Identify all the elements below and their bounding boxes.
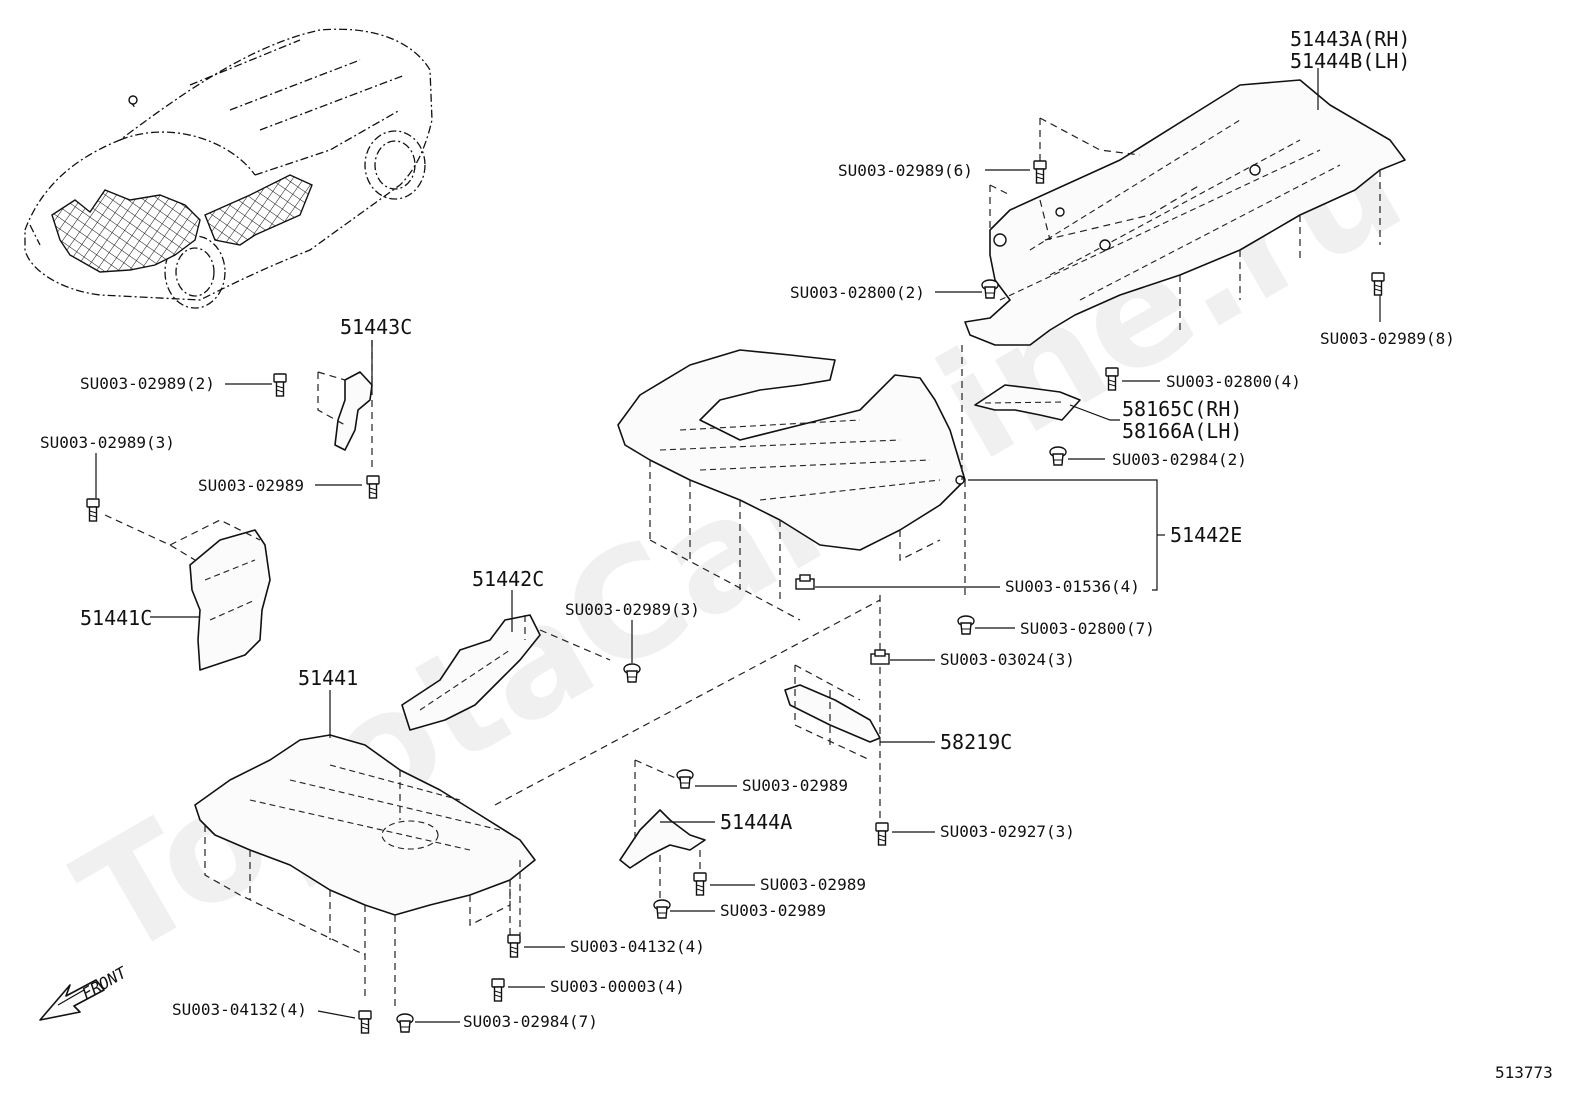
part-label-58219C: 58219C: [940, 730, 1012, 754]
car-illustration: [24, 28, 433, 309]
part-58219C-bar: [784, 595, 881, 820]
part-51443C-bracket: [317, 340, 373, 470]
fastener-label: SU003-02989: [720, 901, 826, 920]
part-label-51444B: 51444B(LH): [1290, 49, 1410, 73]
leader-lines: [95, 68, 1381, 1023]
part-51441C-panel: [104, 514, 271, 671]
fastener-label: SU003-00003(4): [550, 977, 685, 996]
part-label-51443C: 51443C: [340, 315, 412, 339]
part-58165C-bracket: [974, 384, 1081, 421]
fastener-label: SU003-02989: [742, 776, 848, 795]
part-label-51443A: 51443A(RH): [1290, 27, 1410, 51]
fastener-label: SU003-02989(3): [565, 600, 700, 619]
part-label-51442E: 51442E: [1170, 523, 1242, 547]
front-label: FRONT: [79, 962, 131, 1003]
fastener-label: SU003-02984(7): [463, 1012, 598, 1031]
part-label-51444A: 51444A: [720, 810, 792, 834]
fastener-label: SU003-02989(8): [1320, 329, 1455, 348]
fastener-label: SU003-02800(2): [790, 283, 925, 302]
front-direction-arrow: [39, 979, 105, 1021]
diagram-id: 513773: [1495, 1063, 1553, 1082]
fastener-label: SU003-02984(2): [1112, 450, 1247, 469]
fastener-label: SU003-02800(7): [1020, 619, 1155, 638]
fastener-label: SU003-02927(3): [940, 822, 1075, 841]
fastener-label: SU003-03024(3): [940, 650, 1075, 669]
fastener-label: SU003-02989(6): [838, 161, 973, 180]
fastener-label: SU003-02800(4): [1166, 372, 1301, 391]
fastener-label: SU003-02989: [760, 875, 866, 894]
part-label-51441C: 51441C: [80, 606, 152, 630]
fastener-label: SU003-04132(4): [172, 1000, 307, 1019]
fastener-label: SU003-01536(4): [1005, 577, 1140, 596]
part-51443A-panel: [964, 79, 1406, 346]
front-undercover-highlight: [51, 189, 201, 273]
fastener-label: SU003-04132(4): [570, 937, 705, 956]
part-label-58165C: 58165C(RH): [1122, 397, 1242, 421]
fastener-label: SU003-02989(3): [40, 433, 175, 452]
part-51442E-panel: [617, 349, 966, 621]
part-label-51441: 51441: [298, 666, 358, 690]
part-51444A-bracket: [619, 759, 706, 900]
part-51441-panel: [194, 599, 881, 1010]
part-label-51442C: 51442C: [472, 567, 544, 591]
part-label-58166A: 58166A(LH): [1122, 419, 1242, 443]
fastener-label: SU003-02989: [198, 476, 304, 495]
part-51442C-bracket: [401, 614, 611, 731]
fastener-label: SU003-02989(2): [80, 374, 215, 393]
side-undercover-highlight: [204, 174, 313, 246]
